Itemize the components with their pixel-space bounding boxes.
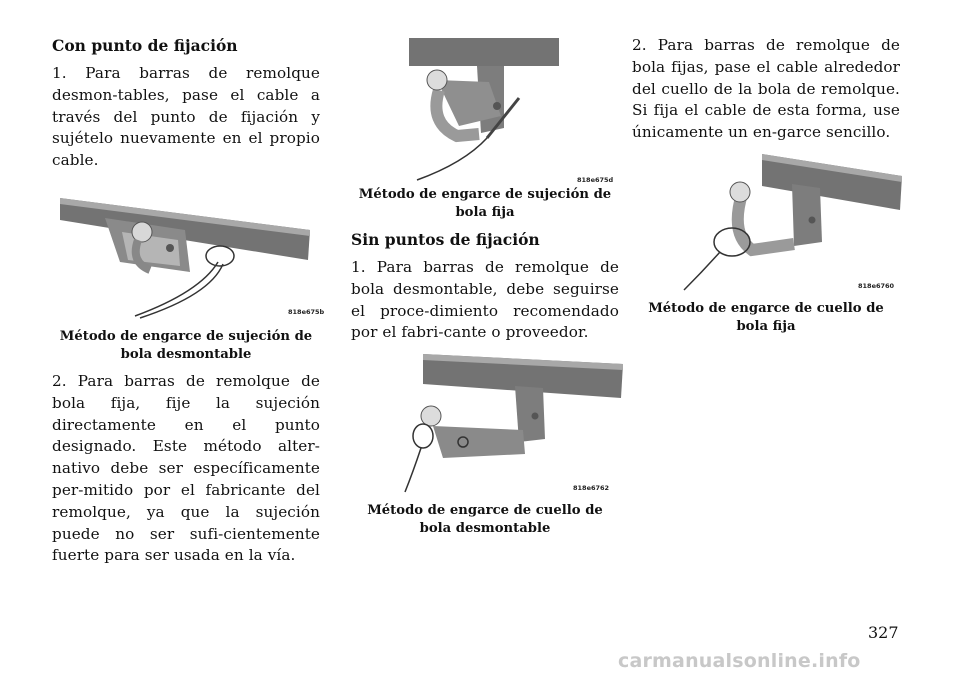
paragraph-step-2-bola-fija: 2. Para barras de remolque de bola fija,…: [52, 371, 320, 565]
paragraph-step-2-cuello: 2. Para barras de remolque de bola fijas…: [632, 36, 900, 142]
figure-code: 818e6760: [858, 281, 895, 290]
figure-cuello-bola-fija: 818e6760: [672, 153, 902, 294]
figure-caption: Método de engarce de sujeción de bola de…: [59, 328, 313, 362]
figure-cuello-bola-desmontable: 818e6762: [403, 354, 623, 494]
figure-caption: Método de engarce de cuello de bola fija: [648, 300, 884, 334]
figure-code: 818e6762: [573, 484, 610, 493]
hitch-illustration: [404, 354, 623, 493]
page-number: 327: [868, 623, 899, 642]
watermark: carmanualsonline.info: [618, 650, 861, 672]
figure-code: 818e675b: [288, 307, 325, 316]
figure-code: 818e675d: [577, 176, 614, 184]
paragraph-step-1-desmontable: 1. Para barras de remolque desmon-tables…: [52, 64, 320, 170]
figure-sujecion-bola-fija: 818e675d: [409, 38, 619, 186]
figure-caption: Método de engarce de cuello de bola desm…: [367, 503, 603, 537]
column-right: 2. Para barras de remolque de bola fijas…: [632, 0, 902, 336]
column-left: Con punto de fijación 1. Para barras de …: [52, 0, 324, 567]
paragraph-step-1-sin-puntos: 1. Para barras de remolque de bola desmo…: [351, 258, 619, 342]
section-heading-con-punto: Con punto de fijación: [52, 36, 238, 55]
section-heading-sin-puntos: Sin puntos de fijación: [351, 230, 540, 249]
figure-sujecion-bola-desmontable: 818e675b: [60, 180, 324, 320]
hitch-illustration: [409, 38, 559, 181]
hitch-illustration: [683, 153, 902, 291]
hitch-illustration: [60, 197, 310, 319]
column-middle: 818e675d Método de engarce de sujeción d…: [351, 0, 623, 538]
figure-caption: Método de engarce de sujeción de bola fi…: [358, 187, 612, 220]
